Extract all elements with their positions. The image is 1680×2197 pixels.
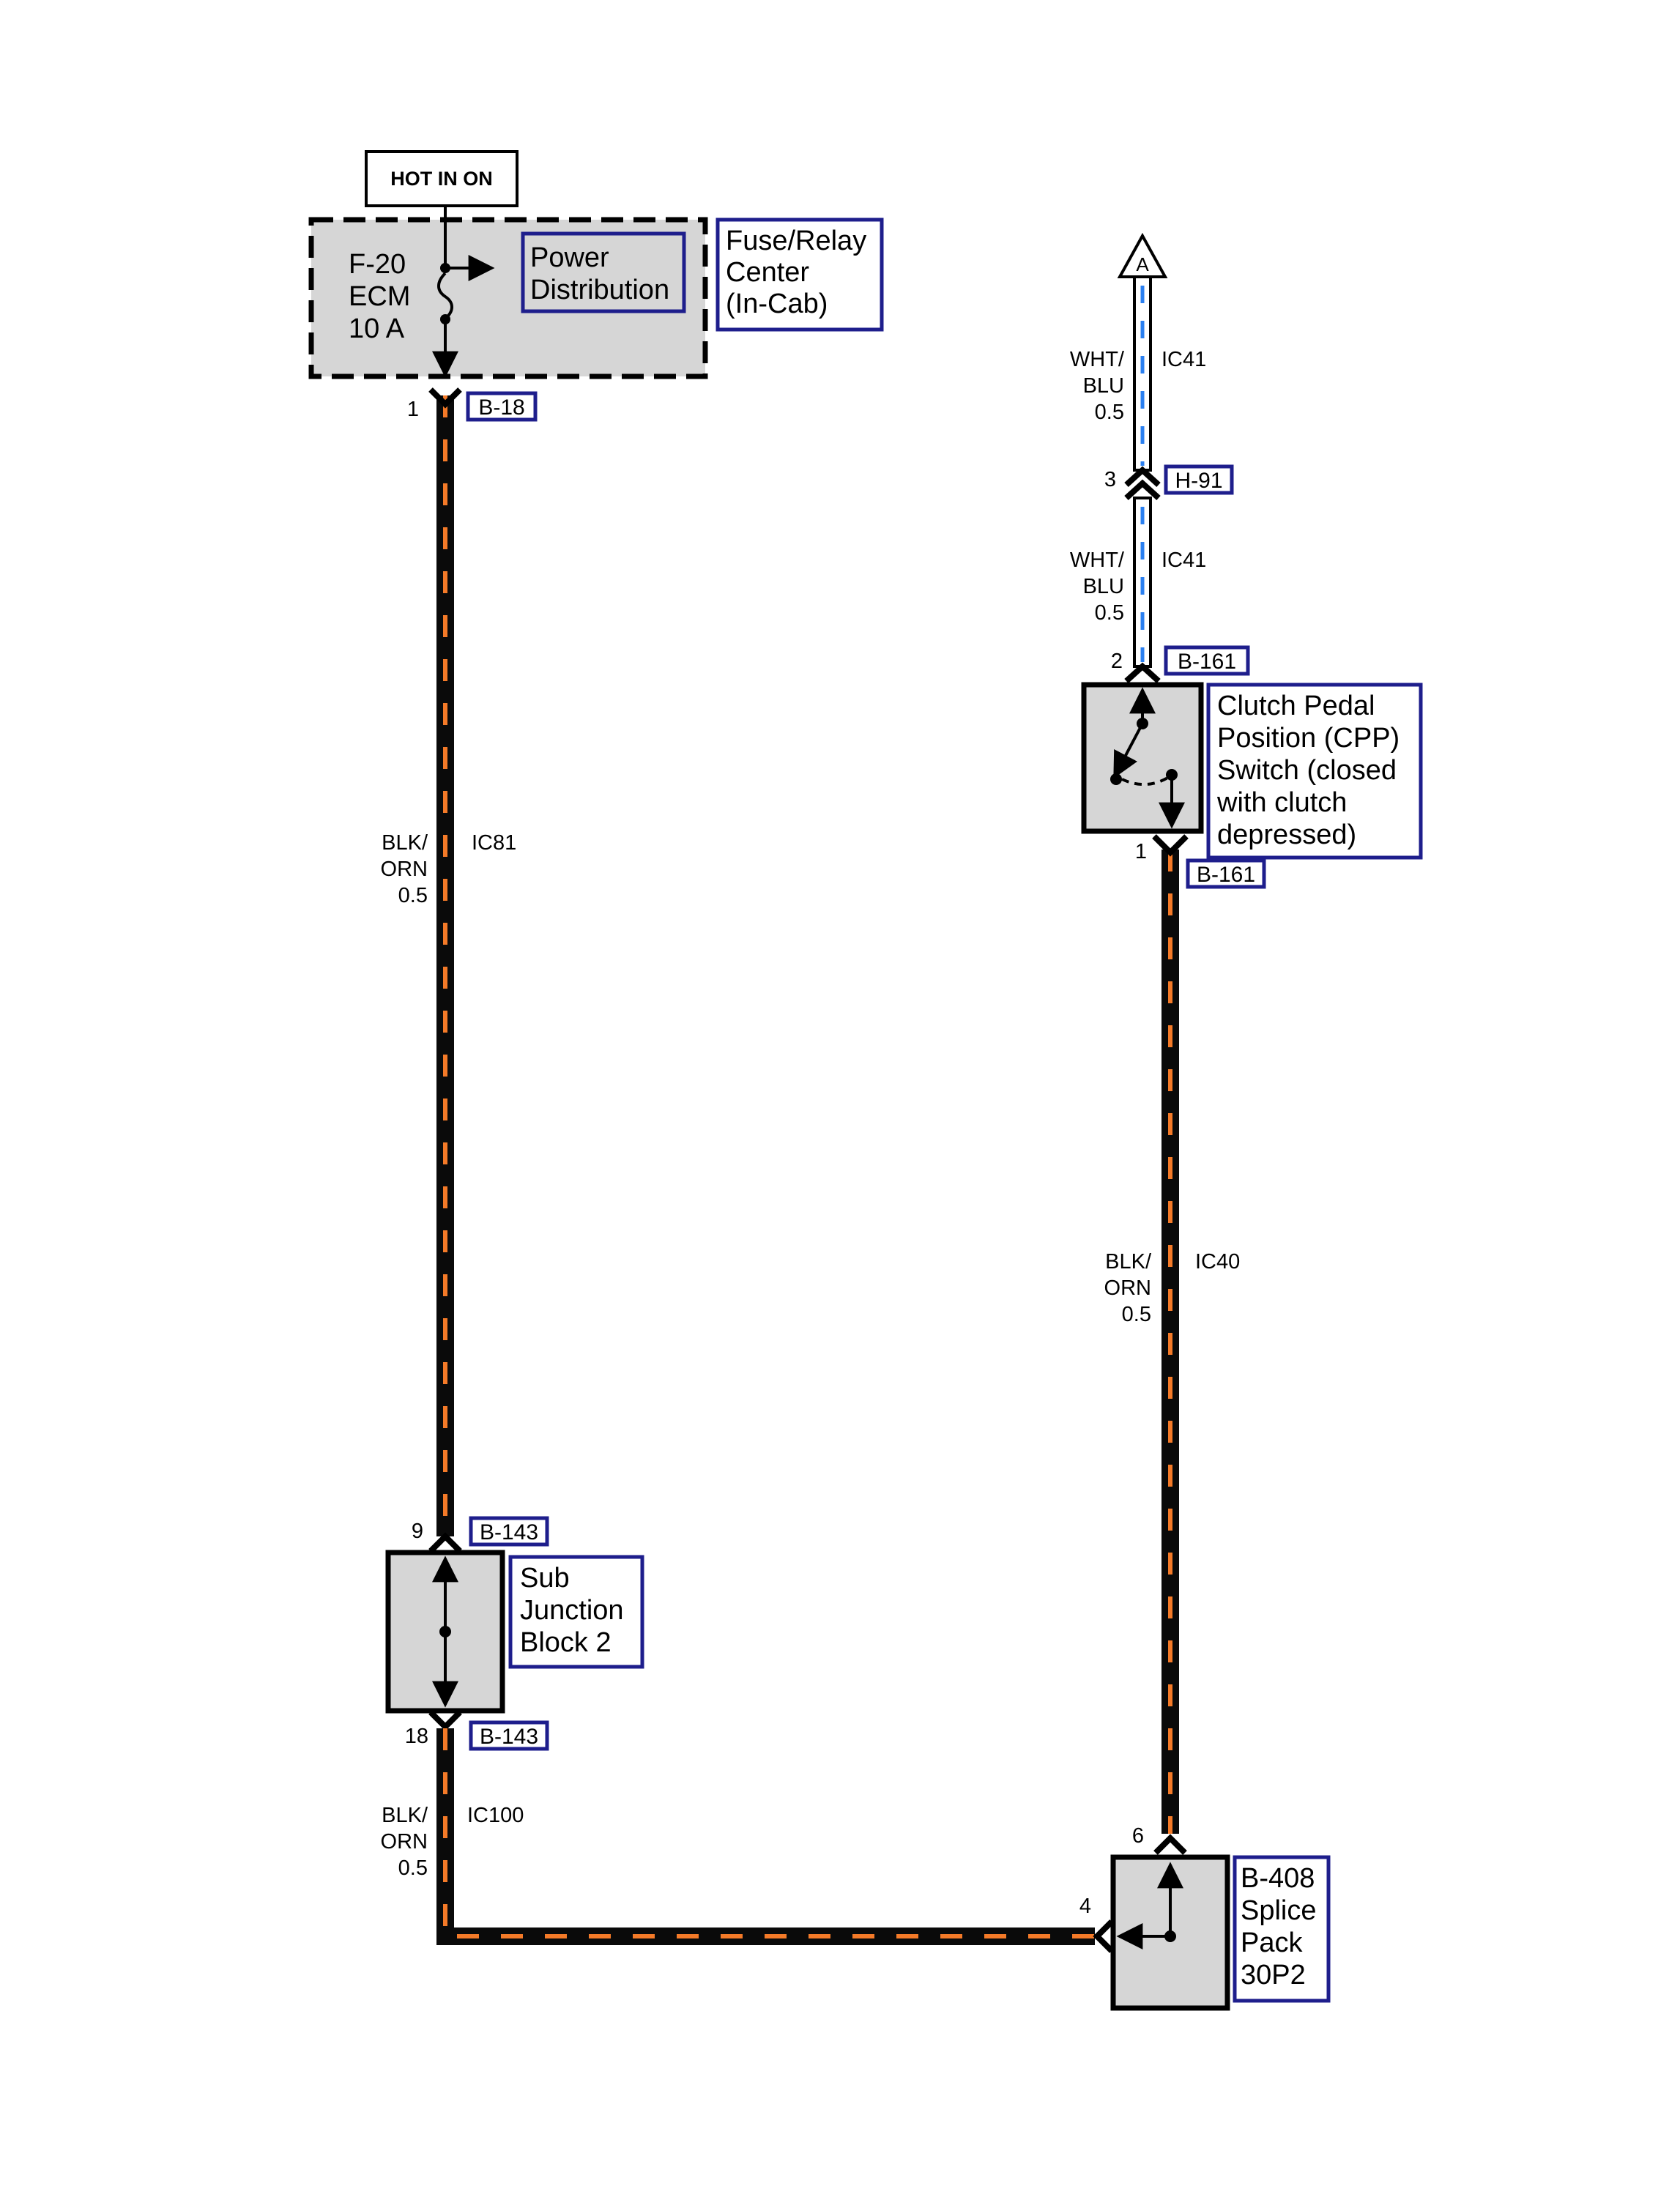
wire-ic40-color1: BLK/ — [1105, 1250, 1152, 1274]
connector-b143-top: 9 B-143 — [412, 1516, 549, 1553]
connector-b18-pin: 1 — [407, 398, 419, 421]
sub-junction-line1: Sub — [520, 1563, 570, 1594]
splice-pack-line1: B-408 — [1241, 1863, 1315, 1894]
connector-b161-top-label: B-161 — [1178, 650, 1236, 674]
power-distribution-line2: Distribution — [530, 275, 669, 305]
wire-ic41-upper-color2: BLU — [1083, 374, 1124, 398]
connector-h91: 3 H-91 — [1104, 464, 1234, 500]
wire-ic81-circuit: IC81 — [472, 831, 516, 855]
connector-b143-bottom-pin: 18 — [405, 1725, 428, 1748]
splice-pack-top-connector: 6 — [1132, 1824, 1187, 1855]
sub-junction-block — [385, 1550, 505, 1714]
fuse-id-label: F-20 — [349, 249, 406, 280]
fuse-relay-center-line1: Fuse/Relay — [726, 226, 866, 256]
splice-pack-line2: Splice — [1241, 1895, 1317, 1926]
wire-ic40-color2: ORN — [1104, 1276, 1151, 1300]
fuse-relay-center-line2: Center — [726, 257, 809, 288]
wire-ic41-lower-color2: BLU — [1083, 575, 1124, 598]
wire-ic41-upper — [1133, 275, 1152, 472]
connector-b143-top-label: B-143 — [480, 1520, 538, 1544]
splice-pack-line4: 30P2 — [1241, 1960, 1306, 1990]
splice-pack-label: B-408 Splice Pack 30P2 — [1233, 1855, 1331, 2003]
connector-b143-bottom: 18 B-143 — [405, 1710, 549, 1751]
splice-pack-left-pin: 4 — [1079, 1895, 1091, 1918]
connector-b161-top: 2 B-161 — [1111, 645, 1250, 683]
wire-ic100-circuit: IC100 — [467, 1804, 524, 1827]
wire-ic81-size: 0.5 — [398, 884, 428, 907]
connector-b18: 1 B-18 — [407, 387, 538, 422]
wire-ic100-label: BLK/ ORN 0.5 IC100 — [381, 1804, 524, 1880]
wire-ic100 — [436, 1728, 1095, 1945]
splice-pack-line3: Pack — [1241, 1928, 1303, 1958]
connector-h91-label: H-91 — [1175, 469, 1222, 493]
fuse-symbol — [432, 220, 495, 378]
wire-ic41-lower-label: WHT/ BLU 0.5 IC41 — [1070, 549, 1206, 625]
wire-ic41-upper-size: 0.5 — [1095, 401, 1124, 424]
connector-b161-top-pin: 2 — [1111, 650, 1123, 673]
splice-pack-component — [1110, 1854, 1230, 2011]
wire-ic41-lower — [1133, 497, 1152, 668]
wire-ic41-upper-color1: WHT/ — [1070, 348, 1125, 371]
hot-in-on-label: HOT IN ON — [390, 168, 493, 190]
sub-junction-line2: Junction — [520, 1595, 624, 1626]
wire-ic81-color2: ORN — [381, 858, 428, 881]
offpage-connector-symbol: A — [1136, 253, 1149, 275]
connector-b161-bottom-pin: 1 — [1135, 840, 1147, 863]
fuse-relay-center-line3: (In-Cab) — [726, 289, 828, 319]
sub-junction-line3: Block 2 — [520, 1627, 612, 1658]
cpp-switch-label: Clutch Pedal Position (CPP) Switch (clos… — [1206, 683, 1423, 860]
connector-b161-bottom: 1 B-161 — [1135, 834, 1266, 889]
wire-ic41-lower-size: 0.5 — [1095, 601, 1124, 625]
splice-pack-top-pin: 6 — [1132, 1824, 1144, 1848]
wire-ic100-color1: BLK/ — [382, 1804, 428, 1827]
wire-ic100-size: 0.5 — [398, 1856, 428, 1880]
fuse-relay-center-label: Fuse/Relay Center (In-Cab) — [716, 218, 884, 332]
connector-b161-bottom-label: B-161 — [1197, 863, 1255, 887]
connector-b143-bottom-label: B-143 — [480, 1725, 538, 1749]
power-distribution-box — [521, 231, 686, 313]
fuse-relay-block: F-20 ECM 10 A Power Distribution — [308, 217, 708, 379]
wire-ic41-upper-circuit: IC41 — [1161, 348, 1206, 371]
cpp-switch-line2: Position (CPP) — [1217, 723, 1400, 754]
wire-ic41-upper-label: WHT/ BLU 0.5 IC41 — [1070, 348, 1206, 424]
cpp-switch-line3: Switch (closed — [1217, 755, 1397, 786]
hot-in-on-box: HOT IN ON — [365, 150, 519, 207]
wire-ic81-color1: BLK/ — [382, 831, 428, 855]
wire-ic40-circuit: IC40 — [1195, 1250, 1240, 1274]
power-distribution-line1: Power — [530, 242, 609, 273]
cpp-switch-line1: Clutch Pedal — [1217, 691, 1375, 721]
splice-pack-left-connector: 4 — [1079, 1895, 1114, 1953]
cpp-switch-line5: depressed) — [1217, 819, 1356, 850]
cpp-switch-component — [1081, 682, 1204, 834]
wire-ic41-lower-color1: WHT/ — [1070, 549, 1125, 572]
wire-ic40-size: 0.5 — [1122, 1303, 1151, 1326]
fuse-rating-label: 10 A — [349, 313, 405, 344]
wire-ic40-label: BLK/ ORN 0.5 IC40 — [1104, 1250, 1241, 1326]
cpp-switch-line4: with clutch — [1216, 787, 1347, 818]
wire-ic100-color2: ORN — [381, 1830, 428, 1854]
offpage-connector-a: A — [1117, 232, 1168, 278]
connector-b143-top-pin: 9 — [412, 1520, 423, 1543]
wire-ic81-label: BLK/ ORN 0.5 IC81 — [381, 831, 517, 907]
wire-ic41-lower-circuit: IC41 — [1161, 549, 1206, 572]
sub-junction-label: Sub Junction Block 2 — [508, 1555, 644, 1669]
connector-h91-pin: 3 — [1104, 468, 1116, 491]
fuse-circuit-label: ECM — [349, 281, 410, 312]
connector-b18-label: B-18 — [478, 395, 524, 420]
